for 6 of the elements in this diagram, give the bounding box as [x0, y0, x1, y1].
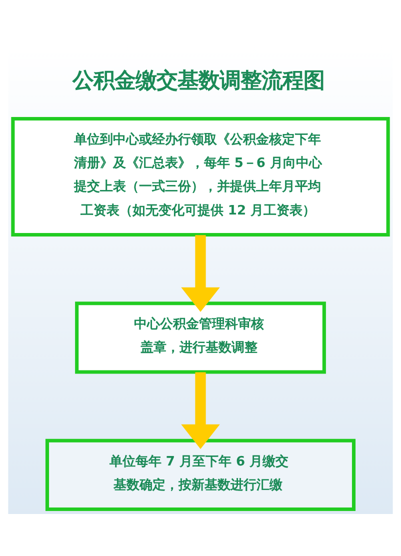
arrow [181, 234, 220, 312]
node-box: 中心公积金管理科审核盖章，进行基数调整 [75, 301, 326, 374]
node-box: 单位到中心或经办行领取《公积金核定下年清册》及《汇总表》，每年 5－6 月向中心提交上表（一式三份），并提供上年月平均工资表（如无变化可提供 12 月工资表） [11, 116, 390, 236]
node-box: 单位每年 7 月至下年 6 月缴交基数确定，按新基数进行汇缴 [45, 438, 356, 511]
diagram-title: 公积金缴交基数调整流程图 [72, 68, 325, 93]
arrow [181, 372, 220, 448]
